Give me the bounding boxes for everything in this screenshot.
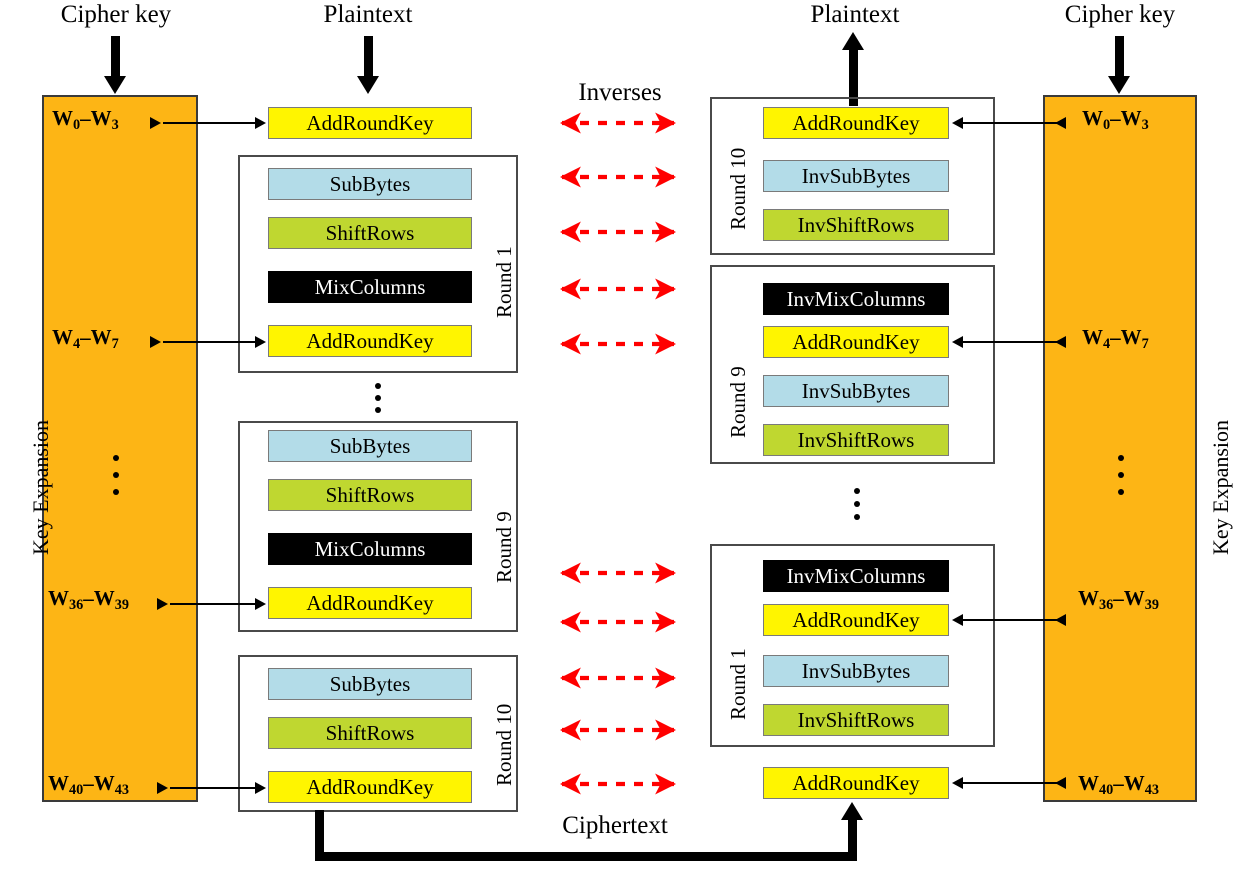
dec-key-arrow-0-head: [952, 117, 963, 129]
key-word-label-right-2: W36–W39: [1078, 586, 1160, 613]
ciphertext-path-vertical-right: [848, 818, 857, 856]
dec-round-9-op-inv-mix-columns[interactable]: InvMixColumns: [763, 283, 949, 315]
enc-key-line-3: [170, 787, 255, 789]
cipher-key-right-arrow-shaft: [1115, 36, 1124, 78]
enc-key-arrow-1-head: [255, 336, 266, 348]
enc-round-9-box: [238, 421, 518, 632]
key-word-label-left-1: W4–W7: [52, 325, 119, 352]
enc-key-line-0: [163, 122, 255, 124]
dec-round-1-op-inv-shift-rows[interactable]: InvShiftRows: [763, 704, 949, 736]
cipher-key-right-arrow-head: [1108, 76, 1130, 94]
dec-key-tap-3-head: [1055, 777, 1066, 789]
plaintext-left-arrow-head: [357, 76, 379, 94]
dec-key-line-1: [963, 341, 1066, 343]
caption-inverses: Inverses: [578, 79, 662, 106]
enc-rounds-ellipsis: [374, 383, 382, 413]
dec-key-tap-2-head: [1055, 614, 1066, 626]
cipher-key-left-arrow-head: [104, 76, 126, 94]
dec-round-1-box: [710, 544, 995, 747]
enc-round-10-op-sub-bytes[interactable]: SubBytes: [268, 668, 472, 700]
enc-round-1-op-shift-rows[interactable]: ShiftRows: [268, 217, 472, 249]
key-word-label-right-0: W0–W3: [1082, 106, 1149, 133]
enc-round-10-label: Round 10: [492, 703, 516, 786]
key-expansion-bar-right: [1043, 95, 1197, 802]
enc-key-line-1: [163, 341, 255, 343]
key-word-label-right-3: W40–W43: [1078, 771, 1160, 798]
caption-plaintext-left: Plaintext: [323, 1, 413, 28]
caption-cipher-key-left: Cipher key: [60, 1, 172, 28]
dec-round-9-op-inv-shift-rows[interactable]: InvShiftRows: [763, 424, 949, 456]
dec-round-10-label: Round 10: [726, 147, 750, 230]
enc-round-10-box: [238, 655, 518, 812]
cipher-key-left-arrow-shaft: [111, 36, 120, 78]
key-expansion-right-ellipsis: [1117, 455, 1125, 495]
dec-final-add-round-key[interactable]: AddRoundKey: [763, 767, 949, 799]
dec-round-9-op-add-round-key[interactable]: AddRoundKey: [763, 326, 949, 358]
dec-round-1-op-inv-mix-columns[interactable]: InvMixColumns: [763, 560, 949, 592]
ciphertext-arrow-head: [841, 802, 863, 820]
dec-key-line-3: [963, 782, 1066, 784]
enc-round-1-op-sub-bytes[interactable]: SubBytes: [268, 168, 472, 200]
key-word-label-right-1: W4–W7: [1082, 325, 1149, 352]
dec-key-arrow-1-head: [952, 336, 963, 348]
enc-initial-add-round-key[interactable]: AddRoundKey: [268, 107, 472, 139]
plaintext-right-arrow-shaft: [849, 46, 858, 106]
dec-rounds-ellipsis: [853, 488, 861, 520]
dec-round-10-op-inv-shift-rows[interactable]: InvShiftRows: [763, 209, 949, 241]
ciphertext-path-vertical-left: [315, 810, 324, 856]
enc-round-1-op-add-round-key[interactable]: AddRoundKey: [268, 325, 472, 357]
dec-round-10-op-add-round-key[interactable]: AddRoundKey: [763, 107, 949, 139]
dec-round-1-op-add-round-key[interactable]: AddRoundKey: [763, 604, 949, 636]
dec-key-tap-1-head: [1055, 336, 1066, 348]
dec-round-10-op-inv-sub-bytes[interactable]: InvSubBytes: [763, 160, 949, 192]
enc-round-9-label: Round 9: [492, 511, 516, 583]
key-expansion-label-right: Key Expansion: [1208, 419, 1233, 555]
enc-key-tap-2-head: [157, 598, 168, 610]
dec-round-10-box: [710, 97, 995, 255]
enc-round-9-op-sub-bytes[interactable]: SubBytes: [268, 430, 472, 462]
dec-round-1-op-inv-sub-bytes[interactable]: InvSubBytes: [763, 655, 949, 687]
key-word-label-left-3: W40–W43: [48, 771, 130, 798]
enc-key-arrow-2-head: [255, 598, 266, 610]
dec-round-9-box: [710, 265, 995, 464]
caption-ciphertext: Ciphertext: [562, 812, 668, 839]
enc-round-1-box: [238, 155, 518, 373]
enc-key-tap-3-head: [157, 782, 168, 794]
inverse-arrows-group: [559, 112, 677, 795]
enc-key-arrow-3-head: [255, 782, 266, 794]
dec-key-line-2: [963, 619, 1066, 621]
dec-key-line-0: [963, 122, 1066, 124]
dec-key-arrow-2-head: [952, 614, 963, 626]
ciphertext-path-horizontal: [315, 852, 857, 861]
enc-round-1-label: Round 1: [492, 246, 516, 318]
enc-key-line-2: [170, 603, 255, 605]
enc-key-arrow-0-head: [255, 117, 266, 129]
enc-round-9-op-shift-rows[interactable]: ShiftRows: [268, 479, 472, 511]
enc-round-1-op-mix-columns[interactable]: MixColumns: [268, 271, 472, 303]
enc-key-tap-1-head: [150, 336, 161, 348]
enc-round-10-op-add-round-key[interactable]: AddRoundKey: [268, 771, 472, 803]
key-expansion-bar-left: [42, 95, 198, 802]
enc-round-10-op-shift-rows[interactable]: ShiftRows: [268, 717, 472, 749]
plaintext-right-arrow-head: [842, 32, 864, 50]
enc-round-9-op-mix-columns[interactable]: MixColumns: [268, 533, 472, 565]
caption-cipher-key-right: Cipher key: [1064, 1, 1176, 28]
dec-round-9-label: Round 9: [726, 366, 750, 438]
plaintext-left-arrow-shaft: [364, 36, 373, 78]
key-word-label-left-0: W0–W3: [52, 106, 119, 133]
dec-round-9-op-inv-sub-bytes[interactable]: InvSubBytes: [763, 375, 949, 407]
caption-plaintext-right: Plaintext: [810, 1, 900, 28]
key-expansion-label-left: Key Expansion: [28, 419, 53, 555]
dec-round-1-label: Round 1: [726, 648, 750, 720]
dec-key-tap-0-head: [1055, 117, 1066, 129]
key-expansion-left-ellipsis: [112, 455, 120, 495]
enc-round-9-op-add-round-key[interactable]: AddRoundKey: [268, 587, 472, 619]
dec-key-arrow-3-head: [952, 777, 963, 789]
enc-key-tap-0-head: [150, 117, 161, 129]
key-word-label-left-2: W36–W39: [48, 586, 130, 613]
